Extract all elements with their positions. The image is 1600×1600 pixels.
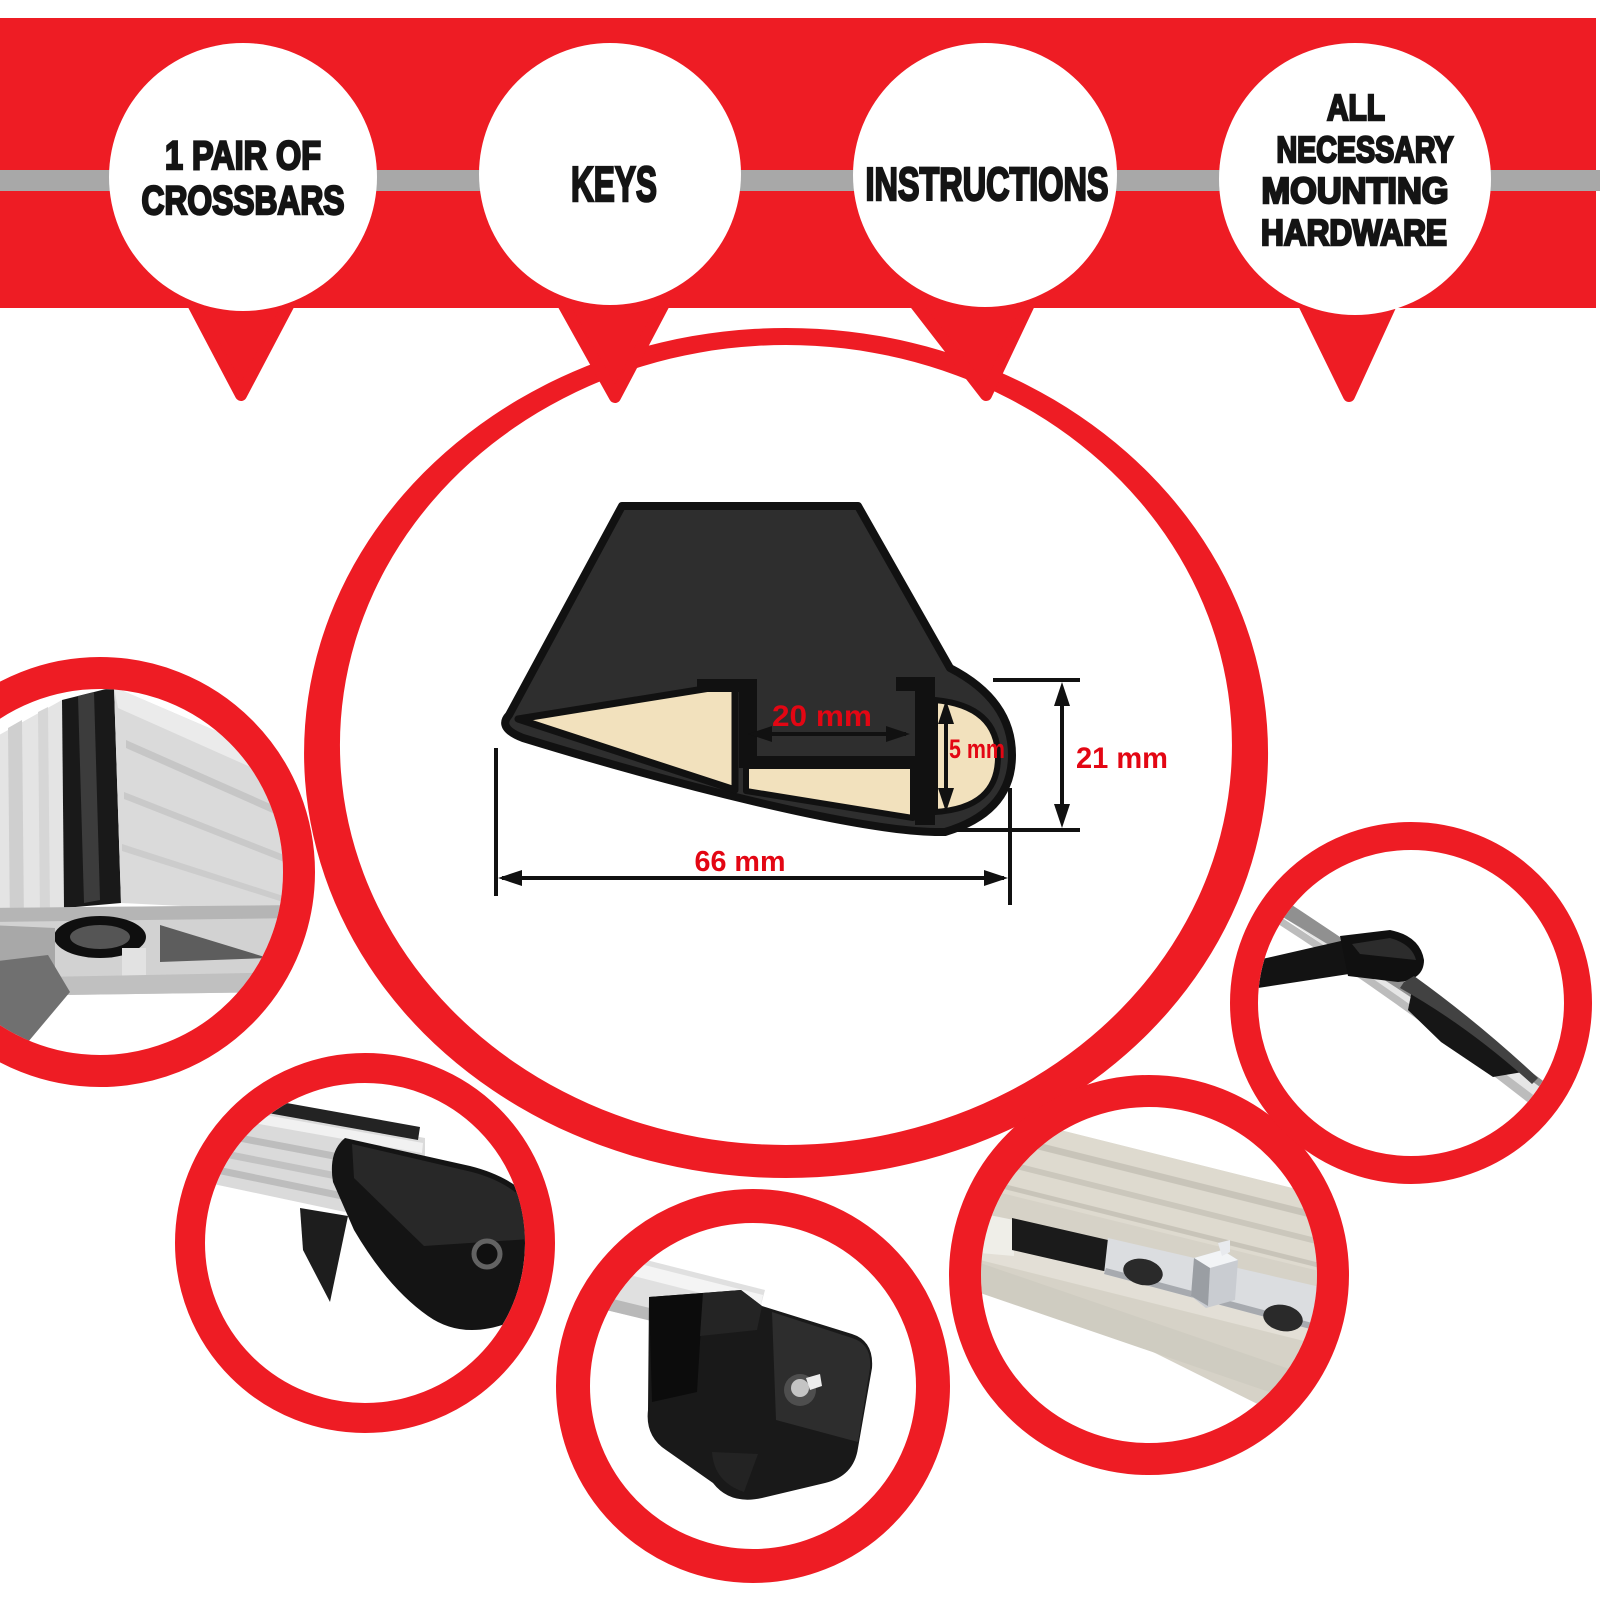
svg-text:KEYS: KEYS xyxy=(571,158,657,212)
svg-text:20 mm: 20 mm xyxy=(772,700,872,733)
svg-text:1 PAIR OF: 1 PAIR OF xyxy=(165,134,321,178)
svg-text:ALL: ALL xyxy=(1327,87,1385,128)
svg-text:NECESSARY: NECESSARY xyxy=(1277,129,1454,170)
svg-text:66 mm: 66 mm xyxy=(695,846,786,878)
svg-text:HARDWARE: HARDWARE xyxy=(1261,212,1447,253)
svg-text:INSTRUCTIONS: INSTRUCTIONS xyxy=(866,158,1109,210)
svg-text:CROSSBARS: CROSSBARS xyxy=(142,179,345,223)
svg-text:MOUNTING: MOUNTING xyxy=(1262,170,1449,211)
svg-text:5 mm: 5 mm xyxy=(949,734,1005,764)
svg-text:21 mm: 21 mm xyxy=(1076,742,1168,775)
